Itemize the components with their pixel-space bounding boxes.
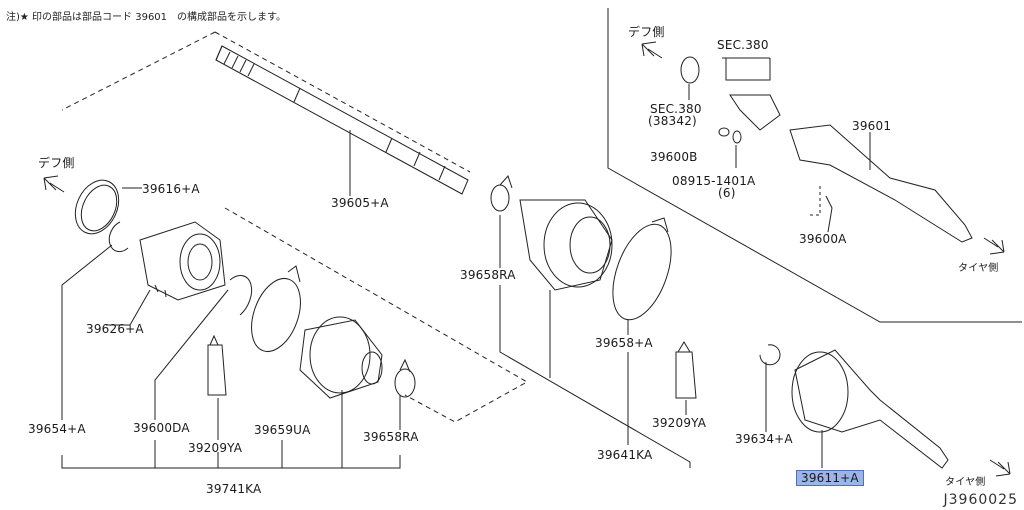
tire-side-label-main: タイヤ側 (945, 477, 986, 488)
tire-side-arrow-top (983, 237, 1005, 255)
drive-shaft-icon (215, 45, 469, 195)
washer-icon (732, 130, 742, 144)
figure-id: J3960025 (943, 492, 1018, 508)
tire-side-arrow-bottom (989, 459, 1011, 477)
small-band-icon (394, 368, 416, 398)
tire-side-label-inset: タイヤ側 (958, 263, 999, 274)
boot-band-icon (251, 278, 301, 352)
part-label-39600DA[interactable]: 39600DA (133, 421, 190, 435)
clip-ring-icon (229, 275, 253, 316)
part-qty-08915: (6) (718, 186, 736, 200)
small-band-mid-icon (490, 184, 510, 212)
part-label-39601[interactable]: 39601 (852, 119, 892, 133)
part-label-39626[interactable]: 39626+A (86, 322, 144, 336)
section-ref-380-top[interactable]: SEC.380 (717, 38, 769, 52)
part-label-39616[interactable]: 39616+A (142, 182, 200, 196)
diff-side-arrow-right (641, 41, 663, 59)
nut-icon (718, 127, 730, 137)
part-label-39658A[interactable]: 39658+A (595, 336, 653, 350)
part-label-39600B[interactable]: 39600B (650, 150, 698, 164)
oil-seal-icon (680, 56, 700, 84)
stub-shaft-icon (729, 94, 781, 131)
bolt-icon (825, 195, 833, 233)
part-label-39600A[interactable]: 39600A (799, 232, 847, 246)
inset-frame (607, 8, 1022, 323)
section-ref-380-left[interactable]: SEC.380 (650, 102, 702, 116)
part-label-39641KA[interactable]: 39641KA (597, 448, 653, 462)
diff-side-label-left: デフ側 (38, 156, 75, 170)
part-label-39658RA-left[interactable]: 39658RA (363, 430, 419, 444)
grease-tube-left-icon (207, 344, 227, 396)
part-label-39209YA-left[interactable]: 39209YA (188, 441, 243, 455)
part-label-39741KA[interactable]: 39741KA (206, 482, 262, 496)
section-ref-380-sub: (38342) (648, 114, 697, 128)
part-label-39209YA-right[interactable]: 39209YA (652, 416, 707, 430)
joint-housing-icon (139, 221, 226, 301)
part-label-39654[interactable]: 39654+A (28, 422, 86, 436)
complete-shaft-icon (789, 124, 973, 243)
boot-left-icon (299, 316, 383, 399)
grease-tube-right-icon (675, 351, 697, 399)
diff-side-arrow-left (43, 175, 65, 193)
snap-ring-icon (74, 179, 120, 235)
boot-mid-icon (519, 199, 613, 291)
part-label-39659UA[interactable]: 39659UA (254, 423, 311, 437)
large-band-icon (612, 223, 672, 321)
part-label-39605[interactable]: 39605+A (331, 196, 389, 210)
component-note: 注)★ 印の部品は部品コード 39601 の構成部品を示します。 (6, 12, 287, 23)
part-label-39658RA-mid[interactable]: 39658RA (460, 268, 516, 282)
outer-joint-icon (791, 349, 949, 469)
part-label-39611-highlighted[interactable]: 39611+A (796, 470, 864, 486)
part-label-39634[interactable]: 39634+A (735, 432, 793, 446)
part-label-08915[interactable]: 08915-1401A (672, 174, 756, 188)
diff-side-label-inset: デフ側 (628, 25, 665, 39)
circlip-right-icon (759, 344, 781, 366)
circlip-icon (108, 221, 129, 253)
